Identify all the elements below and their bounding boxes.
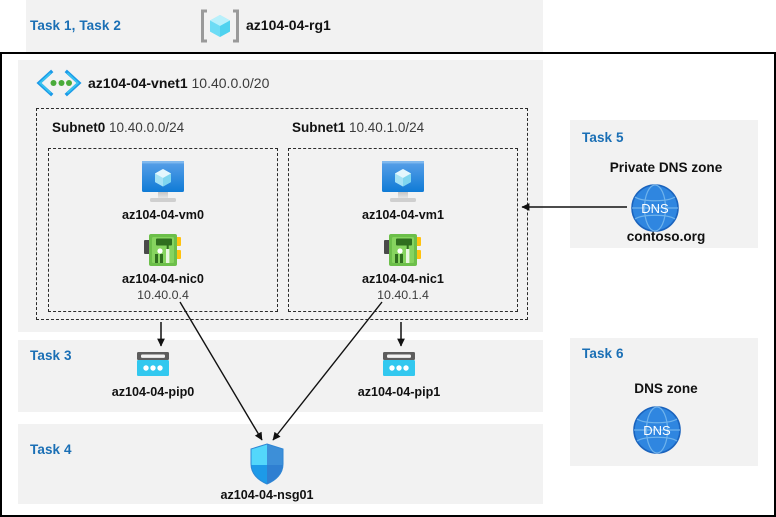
subnet1-title: Subnet1 10.40.1.0/24 <box>292 120 424 135</box>
vm1-label: az104-04-vm1 <box>362 208 444 222</box>
resource-group-icon <box>200 8 240 44</box>
nic1-label: az104-04-nic1 <box>362 272 444 286</box>
virtual-network-title: az104-04-vnet1 10.40.0.0/20 <box>88 75 269 91</box>
dns-zone-icon: DNS <box>631 404 683 456</box>
virtual-network-panel <box>18 60 543 332</box>
network-interface-icon <box>141 230 185 270</box>
dns-zone-icon: DNS <box>629 182 681 234</box>
virtual-machine-icon <box>374 157 432 205</box>
dns-icon-text: DNS <box>643 423 671 438</box>
task-label-3: Task 3 <box>30 348 72 363</box>
subnet0-name: Subnet0 <box>52 120 106 135</box>
virtual-network-cidr: 10.40.0.0/20 <box>191 75 270 91</box>
nic0-ip: 10.40.0.4 <box>137 288 189 302</box>
resource-group-name: az104-04-rg1 <box>246 17 331 33</box>
nic1-ip: 10.40.1.4 <box>377 288 429 302</box>
virtual-network-icon <box>36 69 82 97</box>
network-interface-icon <box>381 230 425 270</box>
dns-icon-text: DNS <box>641 201 669 216</box>
subnet1-cidr: 10.40.1.0/24 <box>349 120 425 135</box>
subnet0-cidr: 10.40.0.0/24 <box>109 120 185 135</box>
resource-group-name-text: az104-04-rg1 <box>246 17 331 33</box>
private-dns-zone-name: contoso.org <box>626 229 706 244</box>
subnet1-name: Subnet1 <box>292 120 346 135</box>
public-ip-address-icon <box>134 350 172 380</box>
task-label-4: Task 4 <box>30 442 72 457</box>
nic0-label: az104-04-nic0 <box>122 272 204 286</box>
dns-zone-title: DNS zone <box>634 381 698 396</box>
subnet1-boundary <box>288 148 518 312</box>
pip1-label: az104-04-pip1 <box>357 385 441 399</box>
task3-panel <box>18 340 543 412</box>
vm0-label: az104-04-vm0 <box>122 208 204 222</box>
nsg-label: az104-04-nsg01 <box>220 488 314 502</box>
subnet0-boundary <box>48 148 278 312</box>
task-label-6: Task 6 <box>582 346 624 361</box>
task-label-5: Task 5 <box>582 130 624 145</box>
resource-group-header-panel <box>26 0 543 52</box>
task-label-1-2: Task 1, Task 2 <box>30 18 121 33</box>
virtual-network-name: az104-04-vnet1 <box>88 75 188 91</box>
subnet0-title: Subnet0 10.40.0.0/24 <box>52 120 184 135</box>
pip0-label: az104-04-pip0 <box>111 385 195 399</box>
public-ip-address-icon <box>380 350 418 380</box>
virtual-machine-icon <box>134 157 192 205</box>
private-dns-zone-title: Private DNS zone <box>609 160 723 175</box>
network-security-group-icon <box>248 442 286 486</box>
